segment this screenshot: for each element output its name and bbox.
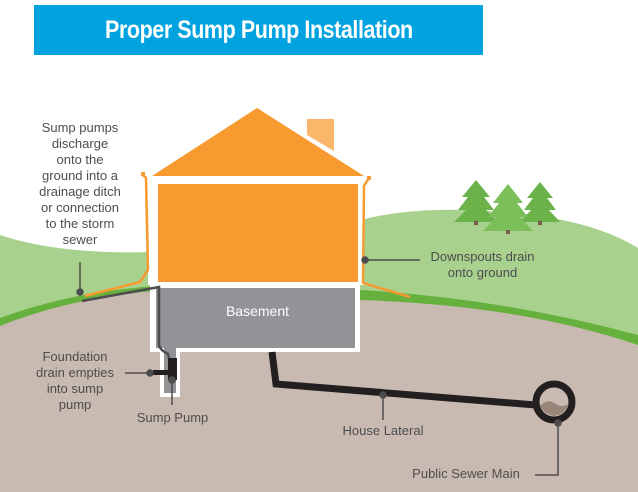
tree bbox=[520, 182, 560, 225]
grass-hill-left bbox=[0, 235, 155, 325]
downspout-left bbox=[84, 173, 150, 298]
title-text: Proper Sump Pump Installation bbox=[104, 15, 413, 44]
label-basement: Basement bbox=[225, 303, 290, 319]
title-banner: Proper Sump Pump Installation bbox=[34, 5, 483, 55]
grass-edge-right bbox=[360, 290, 638, 345]
basement bbox=[156, 288, 355, 393]
label-sump-pump: Sump Pump bbox=[136, 410, 209, 425]
label-house-lateral: House Lateral bbox=[342, 423, 424, 438]
house-lateral-pipe bbox=[268, 351, 549, 410]
chimney bbox=[307, 119, 334, 151]
foundation-drain-pipe bbox=[153, 370, 168, 375]
label-foundation-drain: Foundation drain empties into sump pump bbox=[35, 349, 115, 412]
house-roof bbox=[152, 108, 364, 176]
leader-sewer-main bbox=[535, 423, 559, 476]
tree bbox=[454, 180, 498, 225]
grass-hill-right bbox=[360, 209, 638, 340]
sump-pump bbox=[168, 358, 177, 380]
tree bbox=[483, 184, 533, 234]
label-sump-discharge: Sump pumps discharge onto the ground int… bbox=[39, 120, 121, 247]
downspout-right bbox=[361, 177, 411, 299]
sump-discharge-pipe bbox=[81, 285, 173, 367]
house-body bbox=[158, 184, 358, 282]
label-downspouts: Downspouts drain onto ground bbox=[430, 249, 535, 280]
label-public-sewer-main: Public Sewer Main bbox=[412, 466, 520, 481]
